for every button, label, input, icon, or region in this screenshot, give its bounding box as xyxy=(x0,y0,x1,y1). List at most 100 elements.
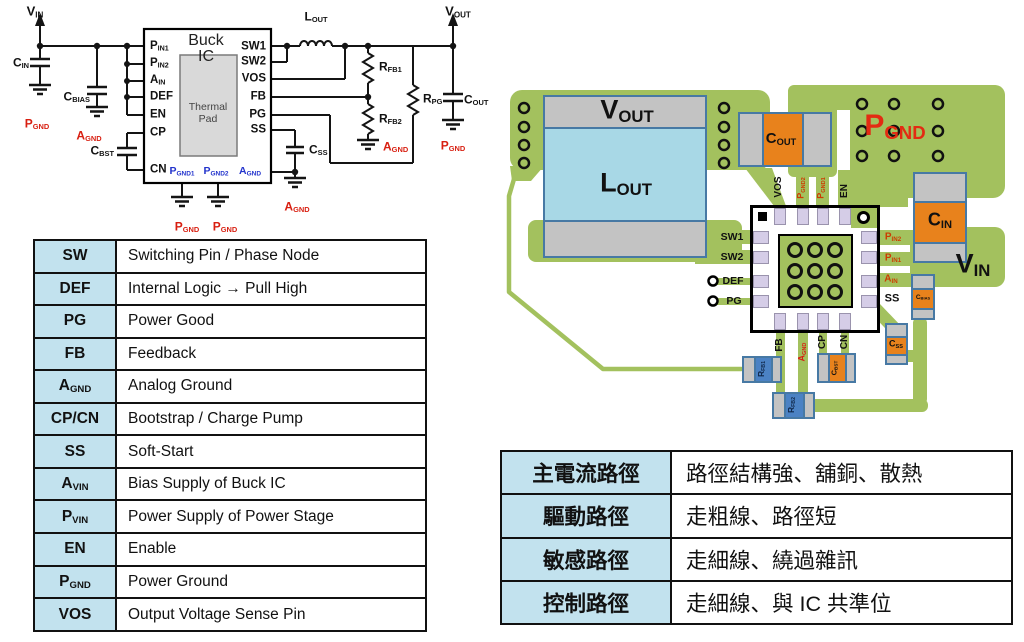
css-label: CSS xyxy=(309,142,328,158)
pcb-lout-label: LOUT xyxy=(600,167,652,199)
pin-description-cell: Analog Ground xyxy=(115,369,427,404)
routing-guideline-table: 主電流路徑路徑結構強、舖銅、散熱驅動路徑走粗線、路徑短敏感路徑走細線、繞過雜訊控… xyxy=(500,449,1013,626)
schematic-arrows xyxy=(35,13,458,26)
agnd-cbias-label: AGND xyxy=(76,128,102,144)
pcb-cap-cbias xyxy=(911,274,935,320)
cn-pin-label: CN xyxy=(150,163,167,176)
pgnd-cin-label: PGND xyxy=(24,116,50,132)
thermal-via xyxy=(787,242,803,258)
pcb-sw2-label: SW2 xyxy=(720,250,744,263)
pin1-marker xyxy=(758,212,767,221)
rfb2-label: RFB2 xyxy=(379,111,402,127)
pgnd-ic2-label: PGND xyxy=(212,219,238,235)
pad-def xyxy=(753,275,769,288)
pin-description-cell: Soft-Start xyxy=(115,434,427,469)
schematic-ic-name-line1: Buck xyxy=(188,32,224,49)
schematic-ic-name-line2: IC xyxy=(198,48,214,65)
sw1-pin-label: SW1 xyxy=(241,40,266,53)
pad-vos xyxy=(774,208,786,225)
route-rule-cell: 走細線、繞過雜訊 xyxy=(670,536,1013,582)
route-rule-cell: 走細線、與 IC 共準位 xyxy=(670,579,1013,626)
pcb-buck-ic-package xyxy=(750,205,880,333)
pcb-pgnd2-label: PGND2 xyxy=(795,177,807,199)
pcb-thermal-pad xyxy=(778,234,853,308)
agnd-rfb2-label: AGND xyxy=(383,139,409,155)
pcb-pin2-label: PIN2 xyxy=(884,231,902,244)
schematic-thermal-label-line1: Thermal xyxy=(188,101,228,113)
pad-sw1 xyxy=(753,231,769,244)
pcb-cp-label: CP xyxy=(817,335,828,349)
cbst-label: CBST xyxy=(90,143,114,159)
pin-name-cell: AGND xyxy=(33,369,117,404)
pad-en xyxy=(839,208,851,225)
route-rule-cell: 走粗線、路徑短 xyxy=(670,493,1013,539)
pin-name-cell: CP/CN xyxy=(33,401,117,437)
pad-pin2 xyxy=(861,231,877,244)
thermal-via xyxy=(807,263,823,279)
rpg-label: RPG xyxy=(423,91,443,107)
pgnd1-pin-label: PGND1 xyxy=(169,165,195,178)
pcb-cin-label: CIN xyxy=(927,209,953,232)
route-type-cell: 驅動路徑 xyxy=(500,493,672,539)
pcb-testpoint-circles xyxy=(707,275,719,307)
pin-name-cell: VOS xyxy=(33,597,117,632)
pcb-css-label: CSS xyxy=(889,338,903,350)
pin-name-cell: PVIN xyxy=(33,499,117,535)
pcb-cn-label: CN xyxy=(839,334,850,350)
schematic-wires xyxy=(39,24,454,197)
pcb-rfb2-label: RFB2 xyxy=(785,396,797,414)
pin-description-cell: Bias Supply of Buck IC xyxy=(115,466,427,502)
pad-ss xyxy=(861,295,877,308)
sw2-pin-label: SW2 xyxy=(241,55,266,68)
route-table-row: 主電流路徑路徑結構強、舖銅、散熱 xyxy=(500,449,1013,496)
pcb-pgnd-label: PGND xyxy=(864,109,926,144)
route-type-cell: 主電流路徑 xyxy=(500,449,672,496)
ain-pin-label: AIN xyxy=(150,74,166,87)
pgnd-ic1-label: PGND xyxy=(174,219,200,235)
pcb-ain-label: AIN xyxy=(884,273,898,286)
thermal-via xyxy=(827,284,843,300)
pgnd2-pin-label: PGND2 xyxy=(203,165,229,178)
pin-name-cell: SW xyxy=(33,239,117,274)
pcb-cap-cin xyxy=(913,172,967,263)
pcb-inductor-lout xyxy=(543,95,707,258)
thermal-via xyxy=(827,242,843,258)
en-pin-label: EN xyxy=(150,108,166,121)
pin-name-cell: PG xyxy=(33,304,117,339)
schematic-grounds xyxy=(29,83,464,208)
pcb-vias xyxy=(517,97,945,170)
pcb-ic-testpoint-circle xyxy=(857,211,870,224)
pin-name-cell: PGND xyxy=(33,564,117,600)
lout-label: LOUT xyxy=(304,9,328,25)
route-rule-cell: 路徑結構強、舖銅、散熱 xyxy=(670,449,1013,496)
pcb-sw1-label: SW1 xyxy=(720,230,744,243)
pin-description-cell: Bootstrap / Charge Pump xyxy=(115,401,427,437)
pcb-vos-label: VOS xyxy=(773,176,784,198)
pcb-fb-label: FB xyxy=(774,338,785,352)
route-table-row: 驅動路徑走粗線、路徑短 xyxy=(500,493,1013,539)
pcb-ss-label: SS xyxy=(884,292,900,305)
pad-cp xyxy=(817,313,829,330)
pcb-vin-label: VIN xyxy=(955,248,991,280)
pcb-cap-cbst xyxy=(817,353,856,383)
pad-ain xyxy=(861,275,877,288)
pg-pin-label: PG xyxy=(249,108,266,121)
route-table-row: 敏感路徑走細線、繞過雜訊 xyxy=(500,536,1013,582)
pin-description-cell: Internal Logic → Pull High xyxy=(115,271,427,307)
pcb-cap-cout xyxy=(738,112,832,167)
pcb-pin1-label: PIN1 xyxy=(884,252,902,265)
pcb-cout-label: COUT xyxy=(765,129,797,147)
cout-label: COUT xyxy=(464,92,489,108)
pgnd-cout-label: PGND xyxy=(440,138,466,154)
pin-description-cell: Output Voltage Sense Pin xyxy=(115,597,427,632)
pin1-pin-label: PIN1 xyxy=(150,40,169,53)
